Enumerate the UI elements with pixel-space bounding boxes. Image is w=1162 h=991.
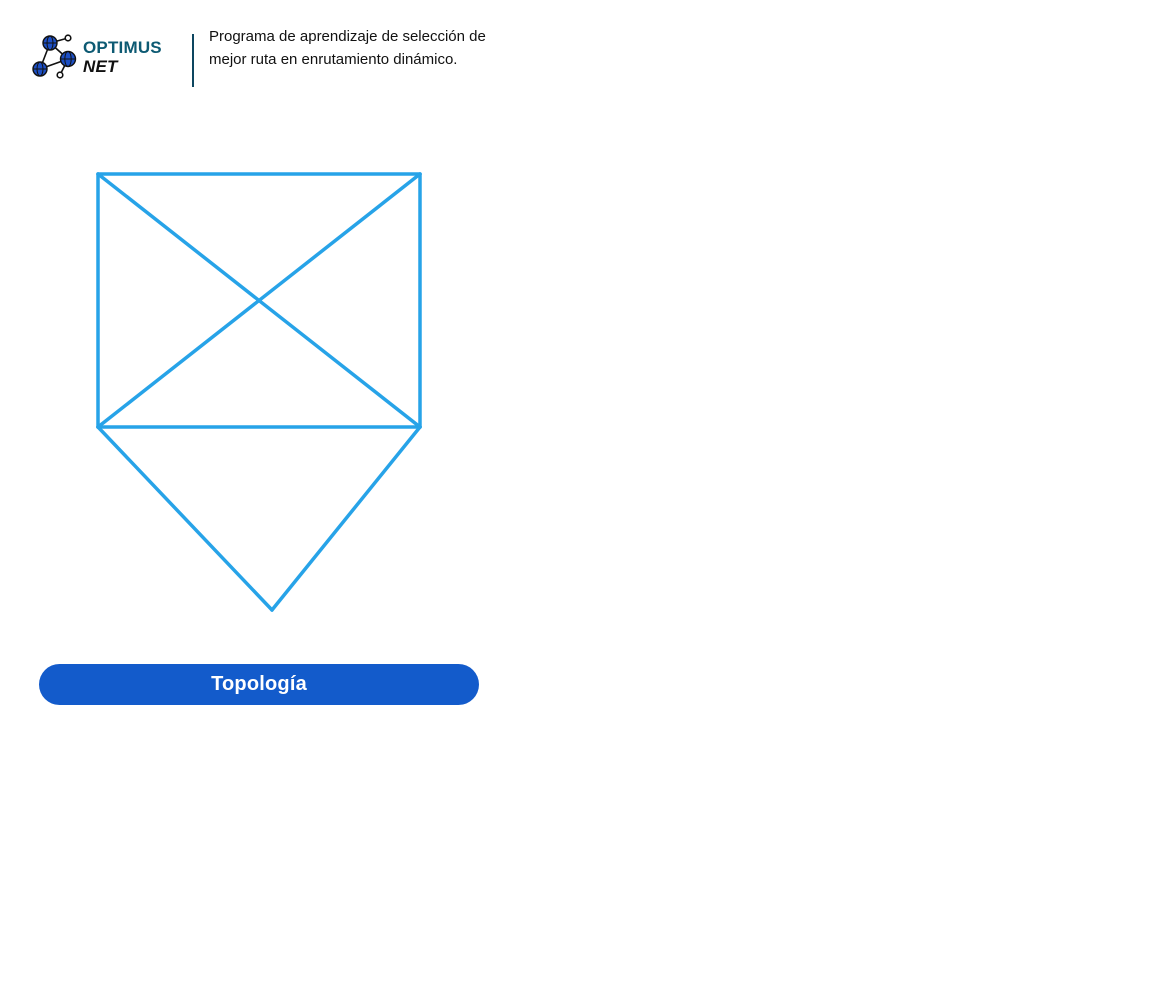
topology-button[interactable]: Topología <box>39 664 479 705</box>
topology-svg <box>96 172 422 612</box>
edge-diagonal-up <box>96 172 422 429</box>
app-header: OPTIMUS NET Programa de aprendizaje de s… <box>0 0 560 110</box>
edge-apex-right <box>270 425 422 612</box>
topology-diagram <box>88 164 432 620</box>
header-divider <box>192 34 194 87</box>
network-globes-icon <box>30 32 80 82</box>
brand-logo: OPTIMUS NET <box>83 38 162 76</box>
brand-name-line2: NET <box>83 57 118 76</box>
program-title: Programa de aprendizaje de selección de … <box>209 28 486 68</box>
brand-name-line1: OPTIMUS <box>83 38 162 57</box>
edge-apex-left <box>96 425 274 612</box>
